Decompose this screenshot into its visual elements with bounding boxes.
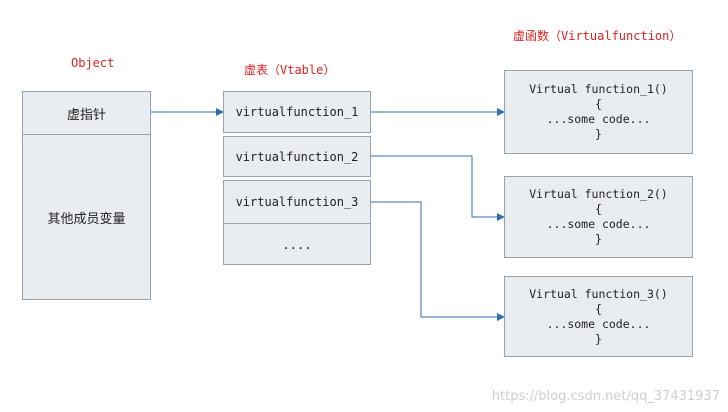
function-close-brace: } xyxy=(595,232,602,246)
object-box: 虚指针 其他成员变量 xyxy=(22,91,151,300)
function-open-brace: { xyxy=(595,301,602,316)
vtable-entry-1: virtualfunction_1 xyxy=(223,91,371,133)
function-signature: Virtual function_2() xyxy=(529,187,668,201)
vtable-entry-3: virtualfunction_3 xyxy=(224,181,370,224)
arrow-entry2-to-function2 xyxy=(371,155,505,221)
object-label: Object xyxy=(71,56,115,70)
vtable-entry-more: .... xyxy=(282,237,312,252)
virtual-function-label: 虚函数（Virtualfunction） xyxy=(513,29,682,43)
function-box-2: Virtual function_2() { ...some code... } xyxy=(504,176,693,258)
member-variables-cell: 其他成员变量 xyxy=(47,211,126,227)
function-body: ...some code... xyxy=(546,217,651,231)
arrow-entry3-to-function3 xyxy=(371,201,505,321)
function-signature: Virtual function_3() xyxy=(529,286,668,301)
function-box-3: Virtual function_3() { ...some code... } xyxy=(504,276,693,357)
watermark: https://blog.csdn.net/qq_37431937 xyxy=(491,389,720,404)
function-open-brace: { xyxy=(595,202,602,216)
function-body: ...some code... xyxy=(546,112,651,126)
function-signature: Virtual function_1() xyxy=(529,82,668,96)
vtable-entry-group: virtualfunction_3 .... xyxy=(223,180,371,265)
function-close-brace: } xyxy=(595,331,602,346)
vtable-entry-2: virtualfunction_2 xyxy=(223,136,371,177)
vtable-label: 虚表（Vtable） xyxy=(244,63,336,77)
function-close-brace: } xyxy=(595,127,602,141)
vptr-cell: 虚指针 xyxy=(23,92,150,135)
function-open-brace: { xyxy=(595,97,602,111)
function-body: ...some code... xyxy=(546,316,651,331)
function-box-1: Virtual function_1() { ...some code... } xyxy=(504,70,693,154)
